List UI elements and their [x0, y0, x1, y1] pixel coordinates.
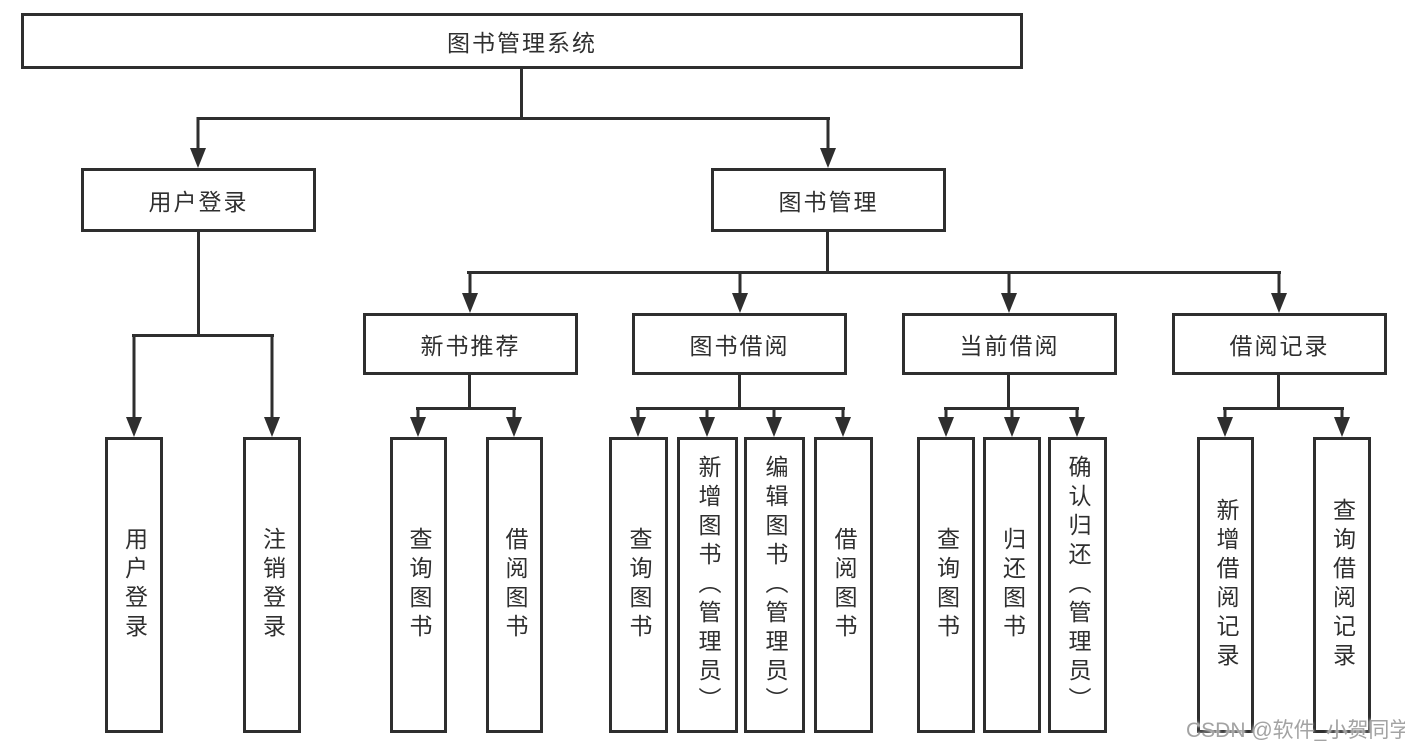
- connector-vline: [826, 232, 829, 274]
- leaf-br-query-record: 查询借阅记录: [1313, 437, 1371, 733]
- down-arrow: [1334, 407, 1350, 437]
- connector-hline: [636, 407, 845, 410]
- connector-hline: [1223, 407, 1344, 410]
- connector-hline: [132, 334, 274, 337]
- node-new-book-recommend: 新书推荐: [363, 313, 578, 375]
- leaf-logout-login: 注销登录: [243, 437, 301, 733]
- connector-vline: [738, 375, 741, 410]
- node-label: 图书借阅: [689, 333, 790, 359]
- csdn-watermark: CSDN @软件_小贺同学: [1186, 719, 1405, 742]
- down-arrow: [190, 117, 206, 168]
- leaf-bb-query-book: 查询图书: [609, 437, 668, 733]
- leaf-bb-borrow-book: 借阅图书: [814, 437, 873, 733]
- down-arrow: [126, 334, 142, 437]
- down-arrow: [1069, 407, 1085, 437]
- leaf-cb-return-book: 归还图书: [983, 437, 1041, 733]
- connector-hline: [416, 407, 516, 410]
- leaf-cb-confirm-return-admin: 确认归还（管理员）: [1048, 437, 1107, 733]
- node-borrow-records: 借阅记录: [1172, 313, 1387, 375]
- leaf-label: 查询图书: [406, 527, 432, 643]
- connector-vline: [1277, 375, 1280, 409]
- down-arrow: [264, 334, 280, 437]
- leaf-user-login: 用户登录: [105, 437, 163, 733]
- leaf-br-add-record: 新增借阅记录: [1197, 437, 1254, 733]
- connector-hline: [467, 271, 1281, 274]
- down-arrow: [506, 407, 522, 437]
- leaf-label: 新增图书（管理员）: [695, 454, 721, 716]
- down-arrow: [462, 271, 478, 313]
- node-label: 图书管理系统: [447, 30, 597, 56]
- leaf-label: 借阅图书: [831, 527, 857, 643]
- leaf-label: 查询借阅记录: [1329, 498, 1356, 672]
- leaf-label: 归还图书: [999, 527, 1026, 643]
- down-arrow: [835, 407, 851, 437]
- node-label: 借阅记录: [1229, 333, 1330, 359]
- node-label: 新书推荐: [420, 333, 521, 359]
- leaf-nbr-borrow-book: 借阅图书: [486, 437, 543, 733]
- down-arrow: [820, 117, 836, 168]
- down-arrow: [699, 407, 715, 437]
- down-arrow: [1217, 407, 1233, 437]
- node-book-management-system: 图书管理系统: [21, 13, 1023, 69]
- leaf-label: 用户登录: [121, 527, 148, 643]
- node-book-borrow: 图书借阅: [632, 313, 847, 375]
- leaf-label: 新增借阅记录: [1213, 498, 1239, 672]
- down-arrow: [766, 407, 782, 437]
- down-arrow: [1004, 407, 1020, 437]
- leaf-label: 注销登录: [259, 527, 286, 643]
- leaf-nbr-query-book: 查询图书: [390, 437, 447, 733]
- down-arrow: [1271, 271, 1287, 313]
- leaf-cb-query-book: 查询图书: [917, 437, 975, 733]
- down-arrow: [630, 407, 646, 437]
- leaf-label: 确认归还（管理员）: [1065, 454, 1091, 716]
- leaf-label: 查询图书: [933, 527, 960, 643]
- leaf-bb-edit-book-admin: 编辑图书（管理员）: [744, 437, 805, 733]
- down-arrow: [1001, 271, 1017, 313]
- node-current-borrow: 当前借阅: [902, 313, 1117, 375]
- node-user-login: 用户登录: [81, 168, 316, 232]
- connector-vline: [520, 69, 523, 119]
- node-label: 当前借阅: [959, 333, 1060, 359]
- connector-hline: [197, 117, 830, 120]
- connector-vline: [197, 232, 200, 337]
- node-book-management: 图书管理: [711, 168, 946, 232]
- leaf-bb-add-book-admin: 新增图书（管理员）: [677, 437, 738, 733]
- node-label: 图书管理: [778, 189, 879, 215]
- down-arrow: [732, 271, 748, 313]
- down-arrow: [410, 407, 426, 437]
- leaf-label: 查询图书: [626, 527, 652, 643]
- down-arrow: [938, 407, 954, 437]
- leaf-label: 编辑图书（管理员）: [762, 454, 788, 716]
- node-label: 用户登录: [148, 189, 249, 215]
- connector-vline: [468, 375, 471, 410]
- leaf-label: 借阅图书: [502, 527, 528, 643]
- connector-vline: [1007, 375, 1010, 410]
